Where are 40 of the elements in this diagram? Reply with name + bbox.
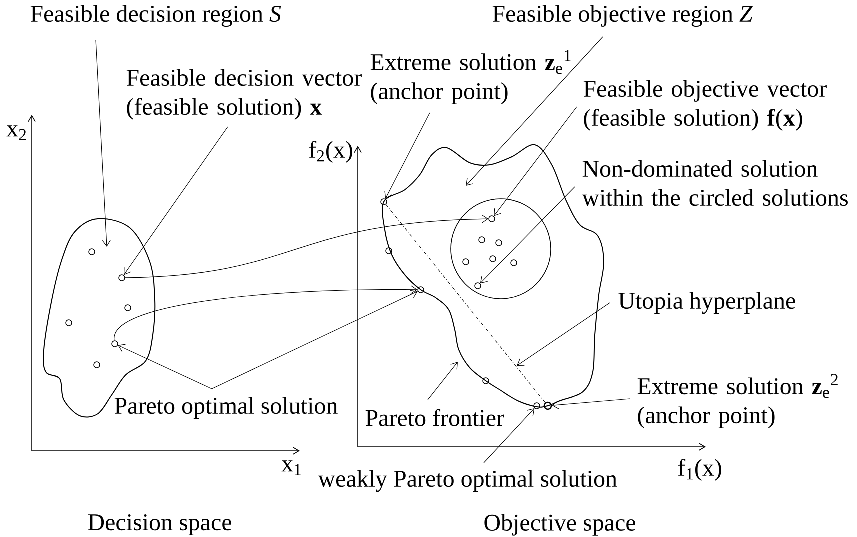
callout-text: Pareto frontier bbox=[366, 409, 504, 426]
leader-line bbox=[517, 302, 610, 366]
leader-line bbox=[384, 112, 430, 199]
solution-point bbox=[118, 274, 126, 282]
space-caption: Objective space bbox=[484, 514, 636, 536]
axis-label: f$_{1}$(x) bbox=[678, 459, 722, 481]
leader-line bbox=[552, 398, 630, 410]
callout-text: weakly Pareto optimal solution bbox=[318, 470, 618, 492]
callout-text: Extreme solution z$_{e}$1 (anchor point) bbox=[370, 50, 571, 104]
leader-line bbox=[428, 362, 458, 400]
solution-point bbox=[488, 216, 496, 222]
callout-text: Utopia hyperplane bbox=[618, 292, 796, 314]
leader-line bbox=[212, 290, 418, 390]
callout-text: Extreme solution z$_{e}$2 (anchor point) bbox=[638, 374, 838, 428]
callout-text: Non-dominated solution within the circled solutions bbox=[582, 160, 848, 206]
mapping-arrow bbox=[114, 286, 418, 341]
solution-point bbox=[474, 282, 482, 290]
callout-text: Feasible objective vector (feasible solution) f(x) bbox=[584, 80, 827, 131]
solution-point bbox=[534, 402, 540, 410]
leader-line bbox=[484, 408, 535, 464]
solution-point bbox=[418, 286, 424, 294]
solution-point bbox=[380, 198, 388, 206]
leader-line bbox=[118, 344, 212, 390]
axis-label: x$_{2}$ bbox=[6, 126, 26, 140]
solution-point bbox=[544, 402, 552, 410]
callout-text: Pareto optimal solution bbox=[114, 397, 338, 419]
leader-line bbox=[494, 106, 578, 216]
axis-label: f$_{2}$(x) bbox=[309, 141, 352, 163]
axis-label: x$_{1}$ bbox=[282, 460, 301, 476]
leader-line bbox=[466, 36, 604, 186]
callout-text: Feasible decision vector (feasible solution) x bbox=[126, 69, 362, 120]
callout-text: Feasible decision region S bbox=[30, 5, 282, 28]
hyperplane-line bbox=[386, 204, 546, 404]
solution-point bbox=[112, 340, 118, 348]
leader-line bbox=[480, 186, 576, 284]
leader-line bbox=[96, 40, 111, 247]
space-caption: Decision space bbox=[88, 514, 232, 536]
mapping-arrow bbox=[125, 214, 489, 278]
callout-text: Feasible objective region Z bbox=[492, 5, 753, 28]
leader-line bbox=[124, 126, 228, 276]
